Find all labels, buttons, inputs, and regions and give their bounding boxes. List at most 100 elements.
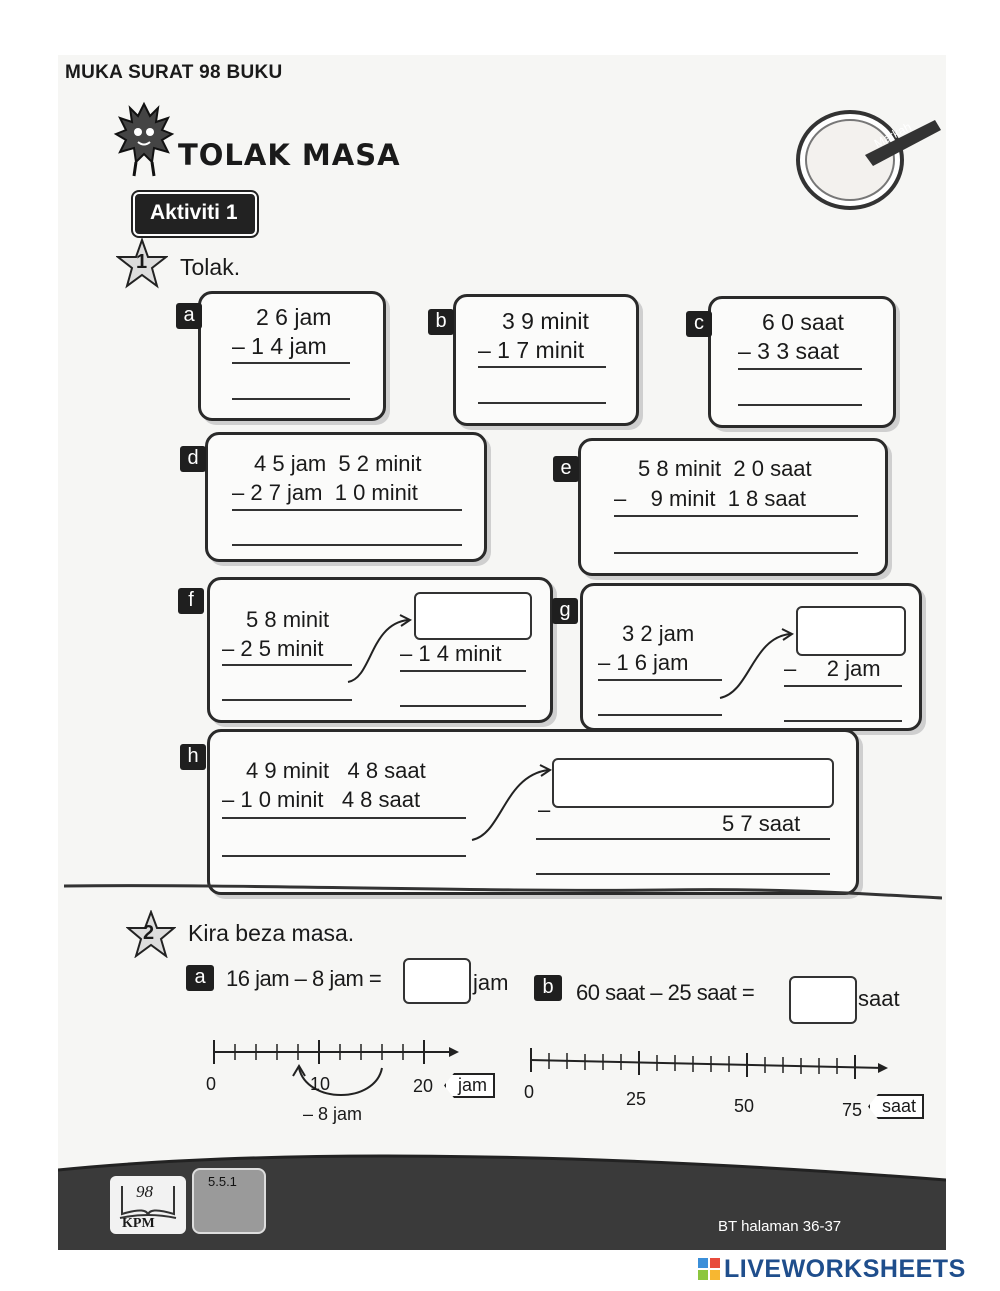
problem-box-d [205, 432, 487, 562]
label-2a: a [186, 965, 214, 991]
e-line1: 5 8 minit 2 0 saat [638, 456, 812, 481]
f-arrow-icon [347, 614, 412, 683]
question-number-2: 2 [143, 922, 155, 944]
h-rule [222, 817, 466, 819]
nla-tick-10: 10 [310, 1074, 331, 1094]
b-rule [478, 366, 606, 368]
markah-badge: Markah [796, 110, 941, 210]
f-line2: – 2 5 minit [222, 636, 324, 661]
label-c: c [686, 311, 712, 337]
c-rule [738, 368, 862, 370]
q2b-unit: saat [858, 986, 900, 1011]
h-arrow-icon [471, 764, 552, 841]
q2a-expression: 16 jam – 8 jam = [226, 966, 382, 991]
a-rule [232, 362, 350, 364]
problem-box-h [207, 729, 859, 895]
label-d: d [180, 446, 206, 472]
worksheet-title: TOLAK MASA [178, 138, 401, 172]
h-right-line: 5 7 saat [722, 811, 801, 836]
f-right-answer-line[interactable] [400, 705, 526, 707]
h-right-rule [536, 838, 830, 840]
label-a: a [176, 303, 202, 329]
f-rule [222, 664, 352, 666]
nlb-tick-75: 75 [842, 1100, 863, 1120]
q2b-answer-box[interactable] [789, 976, 857, 1024]
bt-reference: BT halaman 36-37 [718, 1218, 842, 1235]
label-h: h [180, 744, 206, 770]
label-e: e [553, 456, 579, 482]
f-answer-box[interactable] [414, 592, 532, 640]
d-rule [232, 509, 462, 511]
q2-instruction: Kira beza masa. [188, 920, 355, 946]
liveworksheets-logo-icon [698, 1258, 720, 1280]
h-right-minus: – [538, 797, 551, 822]
f-line1: 5 8 minit [246, 607, 330, 632]
h-line1: 4 9 minit 4 8 saat [246, 758, 426, 783]
number-line-b [529, 1048, 888, 1079]
g-arrow-icon [719, 628, 794, 699]
a-line2: – 1 4 jam [232, 333, 327, 359]
number-line-a [213, 1040, 459, 1096]
star-icon [116, 238, 168, 289]
mascot-icon [113, 101, 175, 177]
standard-code: 5.5.1 [208, 1174, 237, 1189]
e-line2: – 9 minit 1 8 saat [614, 486, 806, 511]
label-f: f [178, 588, 204, 614]
h-right-answer-line[interactable] [536, 873, 830, 875]
f-right-rule [400, 670, 526, 672]
d-line2: – 2 7 jam 1 0 minit [232, 480, 418, 505]
nlb-tick-25: 25 [626, 1089, 647, 1109]
label-g: g [552, 598, 578, 624]
nla-tick-20: 20 [413, 1076, 434, 1096]
b-answer-line[interactable] [478, 402, 606, 404]
problem-box-b [453, 294, 639, 426]
c-answer-line[interactable] [738, 404, 862, 406]
nla-tick-0: 0 [206, 1074, 217, 1094]
page-number: 98 [136, 1182, 153, 1201]
a-answer-line[interactable] [232, 398, 350, 400]
q2b-expression: 60 saat – 25 saat = [576, 980, 755, 1005]
f-answer-line[interactable] [222, 699, 352, 701]
nla-jump-label: – 8 jam [303, 1104, 363, 1124]
nla-unit-tag: jam [444, 1073, 496, 1098]
section-divider [64, 884, 942, 900]
standard-code-box: 5.5.1 [192, 1168, 266, 1234]
star-icon [126, 910, 176, 958]
c-line2: – 3 3 saat [738, 338, 840, 364]
q2a-answer-box[interactable] [403, 958, 471, 1004]
e-rule [614, 515, 858, 517]
d-line1: 4 5 jam 5 2 minit [254, 451, 422, 476]
b-line2: – 1 7 minit [478, 337, 585, 363]
d-answer-line[interactable] [232, 544, 462, 546]
book-icon [119, 1186, 177, 1219]
problem-box-a [198, 291, 386, 421]
c-line1: 6 0 saat [762, 309, 844, 335]
h-answer-line[interactable] [222, 855, 466, 857]
g-right-rule [784, 685, 902, 687]
question-number-1: 1 [136, 251, 148, 273]
q1-instruction: Tolak. [180, 254, 241, 280]
b-line1: 3 9 minit [502, 308, 589, 334]
label-2b: b [534, 975, 562, 1001]
a-line1: 2 6 jam [256, 304, 332, 330]
g-right-line: – 2 jam [784, 656, 881, 681]
page-header: MUKA SURAT 98 BUKU [65, 62, 283, 83]
page-book-badge: 98 KPM [110, 1176, 186, 1234]
g-answer-box[interactable] [796, 606, 906, 656]
g-rule [598, 679, 722, 681]
g-line1: 3 2 jam [622, 621, 695, 646]
liveworksheets-brand: LIVEWORKSHEETS [724, 1255, 966, 1283]
nlb-unit-tag: saat [868, 1094, 925, 1119]
g-answer-line[interactable] [598, 714, 722, 716]
h-line2: – 1 0 minit 4 8 saat [222, 787, 421, 812]
e-answer-line[interactable] [614, 552, 858, 554]
g-right-answer-line[interactable] [784, 720, 902, 722]
g-line2: – 1 6 jam [598, 650, 689, 675]
f-right-line: – 1 4 minit [400, 641, 502, 666]
q2a-unit: jam [473, 970, 509, 995]
h-answer-box[interactable] [552, 758, 834, 808]
activity-label: Aktiviti 1 [135, 194, 255, 234]
nlb-tick-50: 50 [734, 1096, 755, 1116]
label-b: b [428, 309, 454, 335]
footer-band [58, 1154, 946, 1250]
